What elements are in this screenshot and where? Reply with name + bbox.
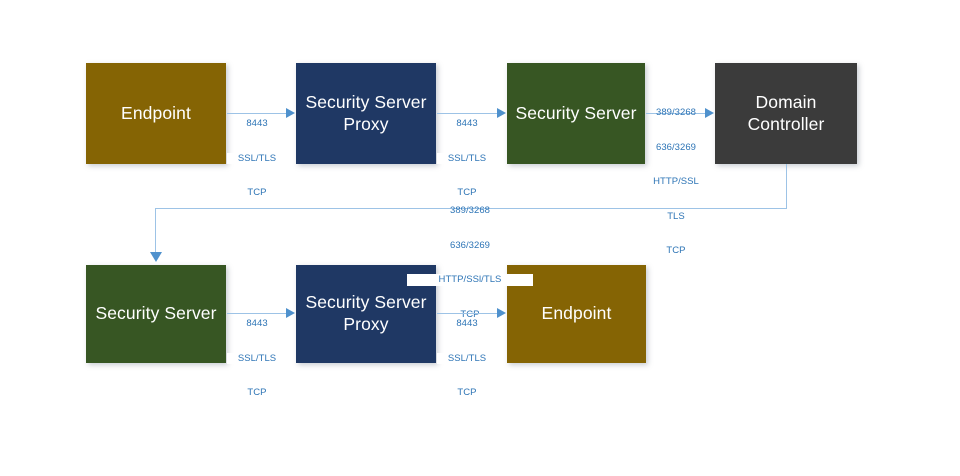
node-label: Security Server [95,303,217,324]
node-label-line-1: Security Server [305,292,427,313]
label-line-1: 8443 [246,118,268,129]
arrow-head-bottom-2 [497,308,506,318]
node-label: Security Server [515,102,637,123]
label-line-1: 389/3268 [655,107,697,118]
label-line-4: TCP [460,308,480,320]
node-label: Endpoint [541,303,612,324]
label-line-2: SSL/TLS [437,352,497,364]
arrow-head-elbow [150,252,162,262]
label-line-1: 8443 [456,318,478,329]
label-line-4: TLS [667,210,685,222]
node-label: Security Server Proxy [305,292,426,336]
node-label-line-1: Security Server [305,91,427,112]
node-label: Domain Controller [748,92,825,136]
label-line-2: SSL/TLS [437,152,497,164]
label-line-1: 8443 [246,318,268,329]
elbow-segment-vertical-right [786,164,787,209]
label-line-2: 636/3269 [655,141,697,153]
label-line-3: TCP [247,387,267,398]
node-top-security-server[interactable]: Security Server [507,63,645,164]
node-label-line-1: Domain [755,91,817,112]
label-line-2: SSL/TLS [227,352,287,364]
node-label: Security Server Proxy [305,92,426,136]
label-line-1: 389/3268 [449,205,491,216]
node-top-endpoint[interactable]: Endpoint [86,63,226,164]
label-line-3: HTTP/SSl/TLS [407,274,533,286]
connector-label-bottom-2: 8443 SSL/TLS TCP [437,295,497,422]
node-label-line-2: Proxy [343,314,389,334]
arrow-head-top-1 [286,108,295,118]
arrow-head-top-3 [705,108,714,118]
label-line-3: HTTP/SSL [645,176,707,188]
arrow-head-top-2 [497,108,506,118]
node-label-line-2: Proxy [343,113,389,134]
label-line-3: TCP [457,387,477,398]
node-domain-controller[interactable]: Domain Controller [715,63,857,164]
connector-label-top-1: 8443 SSL/TLS TCP [227,95,287,222]
node-label: Endpoint [121,102,191,123]
label-line-2: 636/3269 [449,239,491,251]
label-line-2: SSL/TLS [227,152,287,164]
connector-line-top-1 [227,113,287,114]
label-line-3: TCP [457,187,477,198]
label-line-3: TCP [247,187,267,198]
connector-label-top-3: 389/3268 636/3269 HTTP/SSL TLS TCP [645,84,707,280]
connector-label-top-2: 8443 SSL/TLS TCP [437,95,497,222]
label-line-1: 8443 [456,118,478,129]
node-label-line-2: Controller [747,113,825,134]
label-line-5: TCP [666,245,686,256]
connector-line-top-3 [646,113,706,114]
elbow-segment-horizontal [155,208,787,209]
connector-line-top-2 [437,113,498,114]
node-bottom-security-server[interactable]: Security Server [86,265,226,363]
elbow-segment-vertical-left [155,208,156,253]
connector-label-bottom-1: 8443 SSL/TLS TCP [227,295,287,422]
arrow-head-bottom-1 [286,308,295,318]
node-top-security-server-proxy[interactable]: Security Server Proxy [296,63,436,164]
connector-line-bottom-2 [437,313,498,314]
connector-label-elbow: 389/3268 636/3269 HTTP/SSl/TLS TCP [407,182,533,343]
connector-line-bottom-1 [227,313,287,314]
